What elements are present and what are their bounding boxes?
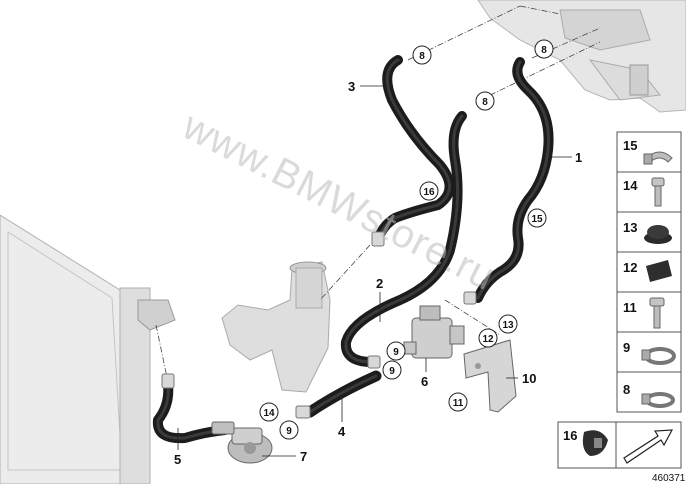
hoses bbox=[152, 55, 554, 444]
svg-text:14: 14 bbox=[623, 178, 638, 193]
svg-text:14: 14 bbox=[263, 408, 275, 419]
pump-shape bbox=[211, 421, 273, 464]
diagram-number: 460371 bbox=[652, 473, 686, 484]
svg-text:11: 11 bbox=[453, 398, 464, 409]
callout-6: 6 bbox=[421, 374, 428, 389]
callout-2: 2 bbox=[376, 276, 383, 291]
parts-legend-row-8[interactable]: 8 bbox=[616, 371, 682, 413]
callout-1: 1 bbox=[575, 150, 582, 165]
svg-text:15: 15 bbox=[531, 214, 543, 225]
svg-text:9: 9 bbox=[389, 366, 395, 377]
callout-3: 3 bbox=[348, 79, 355, 94]
parts-legend-row-13[interactable]: 13 bbox=[616, 211, 682, 253]
valve-shape bbox=[403, 305, 465, 359]
oil-filter-housing-shape bbox=[221, 261, 331, 393]
engine-block-shape bbox=[477, 0, 686, 113]
circled-callout-9a: 9 bbox=[386, 341, 406, 361]
circled-callout-8b: 8 bbox=[534, 39, 554, 59]
circled-callout-8a: 8 bbox=[412, 45, 432, 65]
svg-text:12: 12 bbox=[623, 260, 637, 275]
bracket-shape bbox=[463, 339, 517, 413]
svg-text:9: 9 bbox=[286, 426, 292, 437]
parts-legend-row-12[interactable]: 12 bbox=[616, 251, 682, 293]
svg-text:8: 8 bbox=[541, 45, 547, 56]
parts-legend-row-14[interactable]: 14 bbox=[616, 171, 682, 213]
svg-text:12: 12 bbox=[482, 334, 494, 345]
arrow-icon bbox=[623, 429, 674, 464]
couplers bbox=[161, 231, 477, 419]
parts-legend-row-11[interactable]: 11 bbox=[616, 291, 682, 333]
leader-lines bbox=[177, 85, 572, 457]
callout-5: 5 bbox=[174, 452, 181, 467]
circled-callout-14: 14 bbox=[259, 402, 279, 422]
parts-legend-row-9[interactable]: 9 bbox=[616, 331, 682, 373]
callout-numbers: 3 1 2 4 5 6 7 10 bbox=[174, 79, 582, 467]
parts-legend-row-16[interactable]: 16 bbox=[557, 421, 617, 469]
callout-10: 10 bbox=[522, 371, 536, 386]
circled-callout-11: 11 bbox=[448, 392, 468, 412]
callout-7: 7 bbox=[300, 449, 307, 464]
svg-text:8: 8 bbox=[419, 51, 425, 62]
circled-callout-13: 13 bbox=[498, 314, 518, 334]
circled-callout-12: 12 bbox=[478, 328, 498, 348]
svg-text:16: 16 bbox=[563, 428, 577, 443]
radiator-shape bbox=[0, 214, 176, 484]
svg-text:11: 11 bbox=[623, 300, 637, 315]
circled-callout-9b: 9 bbox=[382, 360, 402, 380]
svg-text:16: 16 bbox=[423, 187, 435, 198]
circled-callout-9c: 9 bbox=[279, 420, 299, 440]
svg-text:8: 8 bbox=[482, 97, 488, 108]
arrow-icon-box bbox=[615, 421, 682, 469]
circled-callout-8c: 8 bbox=[475, 91, 495, 111]
circled-callout-16: 16 bbox=[419, 181, 439, 201]
circled-callout-15: 15 bbox=[527, 208, 547, 228]
svg-text:13: 13 bbox=[623, 220, 637, 235]
parts-legend-panel: 15 14 13 12 11 bbox=[616, 131, 682, 413]
bottom-panel: 16 bbox=[557, 421, 682, 469]
callout-4: 4 bbox=[338, 424, 346, 439]
svg-text:13: 13 bbox=[502, 320, 514, 331]
svg-text:9: 9 bbox=[393, 347, 399, 358]
parts-legend-row-15[interactable]: 15 bbox=[616, 131, 682, 173]
svg-text:9: 9 bbox=[623, 340, 630, 355]
svg-text:8: 8 bbox=[623, 382, 630, 397]
circled-callouts: 8 8 8 16 15 9 9 9 bbox=[259, 39, 554, 440]
svg-text:15: 15 bbox=[623, 138, 637, 153]
